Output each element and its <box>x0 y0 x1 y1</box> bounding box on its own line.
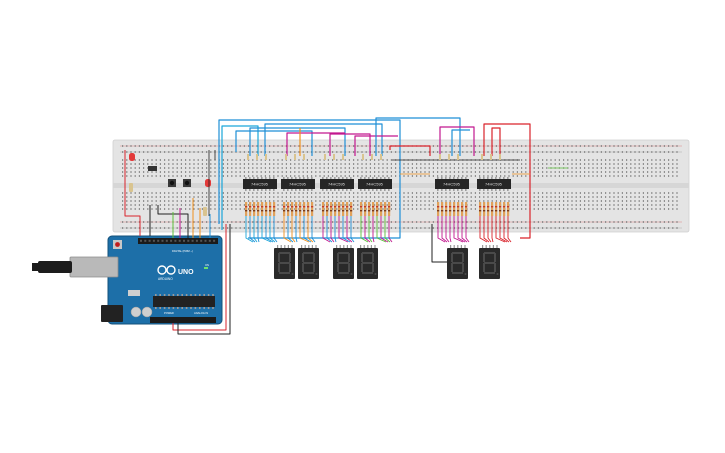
resistor-icon <box>203 207 207 216</box>
digital-header-label: DIGITAL (PWM ~) <box>172 249 193 253</box>
wires[interactable] <box>124 117 568 335</box>
seven-segment-display[interactable] <box>357 245 378 279</box>
resistor-array <box>360 202 393 243</box>
wire <box>172 224 227 331</box>
chip-label: 74HC595 <box>443 182 461 187</box>
pushbutton-icon[interactable] <box>168 179 176 187</box>
usb-cable <box>38 261 72 273</box>
red-led-icon[interactable] <box>205 179 211 187</box>
small-chip-icon <box>148 166 157 171</box>
wire <box>329 133 371 156</box>
chip-label: 74HC595 <box>328 182 346 187</box>
chip-label: 74HC595 <box>366 182 384 187</box>
wire <box>264 123 383 156</box>
chip-label: 74HC595 <box>289 182 307 187</box>
resistor-array <box>283 202 316 243</box>
shift-register-chip[interactable]: 74HC595 <box>358 154 392 191</box>
wire <box>177 224 231 335</box>
model-label: UNO <box>178 269 194 276</box>
seven-segment-display[interactable] <box>479 245 500 279</box>
wire <box>483 123 531 239</box>
shift-register-chip[interactable]: 74HC595 <box>320 154 354 191</box>
wire <box>431 224 448 263</box>
seven-segment-display[interactable] <box>447 245 468 279</box>
seven-segment-display[interactable] <box>298 245 319 279</box>
pushbutton-icon[interactable] <box>183 179 191 187</box>
wire <box>235 130 313 156</box>
atmega-chip <box>153 296 215 307</box>
shift-register-chip[interactable]: 74HC595 <box>281 154 315 191</box>
resistor-array <box>437 202 470 243</box>
shift-register-chip[interactable]: 74HC595 <box>477 154 511 191</box>
digital-header <box>138 238 218 244</box>
wire <box>439 126 475 156</box>
wire <box>375 117 461 156</box>
resistor-icon <box>129 183 133 192</box>
power-header-label: POWER <box>164 311 174 315</box>
red-led-icon[interactable] <box>129 153 135 161</box>
resistor-array <box>245 202 278 243</box>
chip-label: 74HC595 <box>251 182 269 187</box>
resistor-array <box>322 202 355 243</box>
wire <box>218 119 401 239</box>
input-section <box>129 153 211 216</box>
shift-register-chip[interactable]: 74HC595 <box>435 154 469 191</box>
power-jack <box>101 305 123 322</box>
wire <box>286 132 345 156</box>
wire <box>124 150 141 236</box>
wire <box>389 145 431 156</box>
analog-header-label: ANALOG IN <box>194 311 208 315</box>
arduino-logo-icon <box>157 265 176 275</box>
seven-segment-display[interactable] <box>274 245 295 279</box>
seven-segment-display[interactable] <box>333 245 354 279</box>
wire <box>354 135 398 156</box>
power-analog-header <box>150 317 216 323</box>
resistor-array <box>479 202 512 243</box>
shift-register-chip[interactable]: 74HC595 <box>243 154 277 191</box>
wire <box>249 127 346 156</box>
logo-label: ARDUINO <box>158 277 173 281</box>
arduino-uno-board[interactable]: ARDUINO UNO DIGITAL (PWM ~) POWER ANALOG… <box>32 235 223 325</box>
wire <box>451 129 470 156</box>
breadboard[interactable] <box>112 139 690 233</box>
on-label: ON <box>205 263 209 267</box>
chip-label: 74HC595 <box>485 182 503 187</box>
wire <box>221 125 259 230</box>
wire <box>491 127 501 156</box>
usb-connector <box>69 256 119 278</box>
